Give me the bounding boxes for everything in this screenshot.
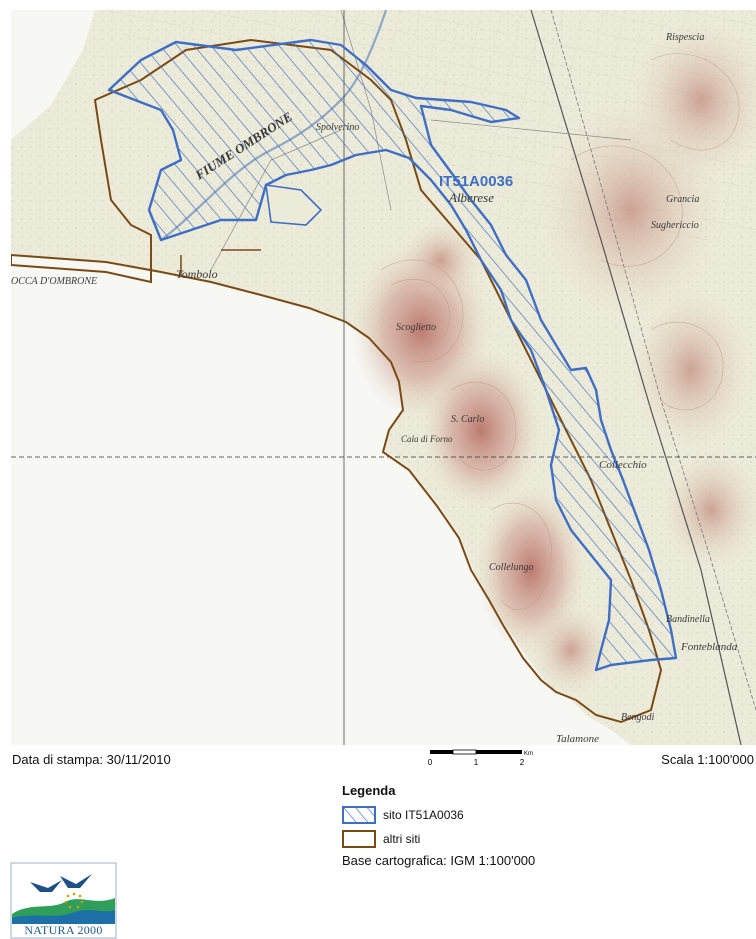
hill-relief [351, 20, 756, 695]
label-cala-di-forno: Cala di Forno [401, 434, 453, 444]
label-collecchio: Collecchio [599, 459, 647, 471]
legend-label-site: sito IT51A0036 [383, 808, 464, 822]
label-rispescia: Rispescia [665, 32, 704, 43]
label-tombolo: Tombolo [176, 267, 218, 281]
natura-2000-label: NATURA 2000 [24, 923, 103, 937]
site-code-label: IT51A0036 [439, 173, 513, 190]
legend-title: Legenda [342, 783, 396, 798]
other-sites-internal-line [180, 249, 261, 275]
scale-tick-2: 2 [520, 758, 525, 767]
label-s-carlo: S. Carlo [451, 414, 484, 425]
scale-unit: Km [524, 751, 533, 757]
other-sites-boundary [11, 38, 663, 724]
outline-swatch-icon [342, 830, 376, 848]
label-scoglietto: Scoglietto [396, 322, 436, 333]
scale-bar: 0 1 2 Km [424, 748, 534, 778]
label-spolverino: Spolverino [316, 122, 359, 133]
label-alberese: Alberese [448, 190, 494, 205]
topographic-map: FIUME OMBRONE Tombolo OCCA D'OMBRONE Alb… [11, 10, 756, 745]
natura-2000-birds-logo-icon [10, 862, 117, 939]
natura-2000-logo: NATURA 2000 [10, 862, 117, 939]
label-bocca-d-ombrone: OCCA D'OMBRONE [11, 276, 97, 287]
legend: Legenda sito IT51A0036 altri siti Base c… [342, 783, 742, 939]
legend-item-site: sito IT51A0036 [342, 805, 464, 825]
label-collelungo: Collelungo [489, 562, 533, 573]
label-bengodi: Bengodi [621, 712, 655, 723]
hatched-swatch-icon [342, 806, 376, 824]
contour-lines [380, 53, 740, 610]
label-talamone: Talamone [556, 733, 599, 745]
base-map-note: Base cartografica: IGM 1:100'000 [342, 853, 536, 868]
map-frame: FIUME OMBRONE Tombolo OCCA D'OMBRONE Alb… [11, 10, 756, 745]
label-grancia: Grancia [666, 194, 699, 205]
label-sughericcio: Sughericcio [651, 220, 699, 231]
site-inner-gap [265, 184, 323, 226]
map-scale: Scala 1:100'000 [661, 752, 754, 767]
legend-item-other-sites: altri siti [342, 829, 420, 849]
label-bandinella: Bandinella [666, 614, 710, 625]
site-it51a0036-area [107, 38, 678, 672]
legend-label-other-sites: altri siti [383, 832, 421, 846]
label-fonteblanda: Fonteblanda [680, 641, 738, 653]
scale-tick-0: 0 [428, 758, 433, 767]
print-date: Data di stampa: 30/11/2010 [12, 752, 171, 767]
scale-tick-1: 1 [474, 758, 479, 767]
